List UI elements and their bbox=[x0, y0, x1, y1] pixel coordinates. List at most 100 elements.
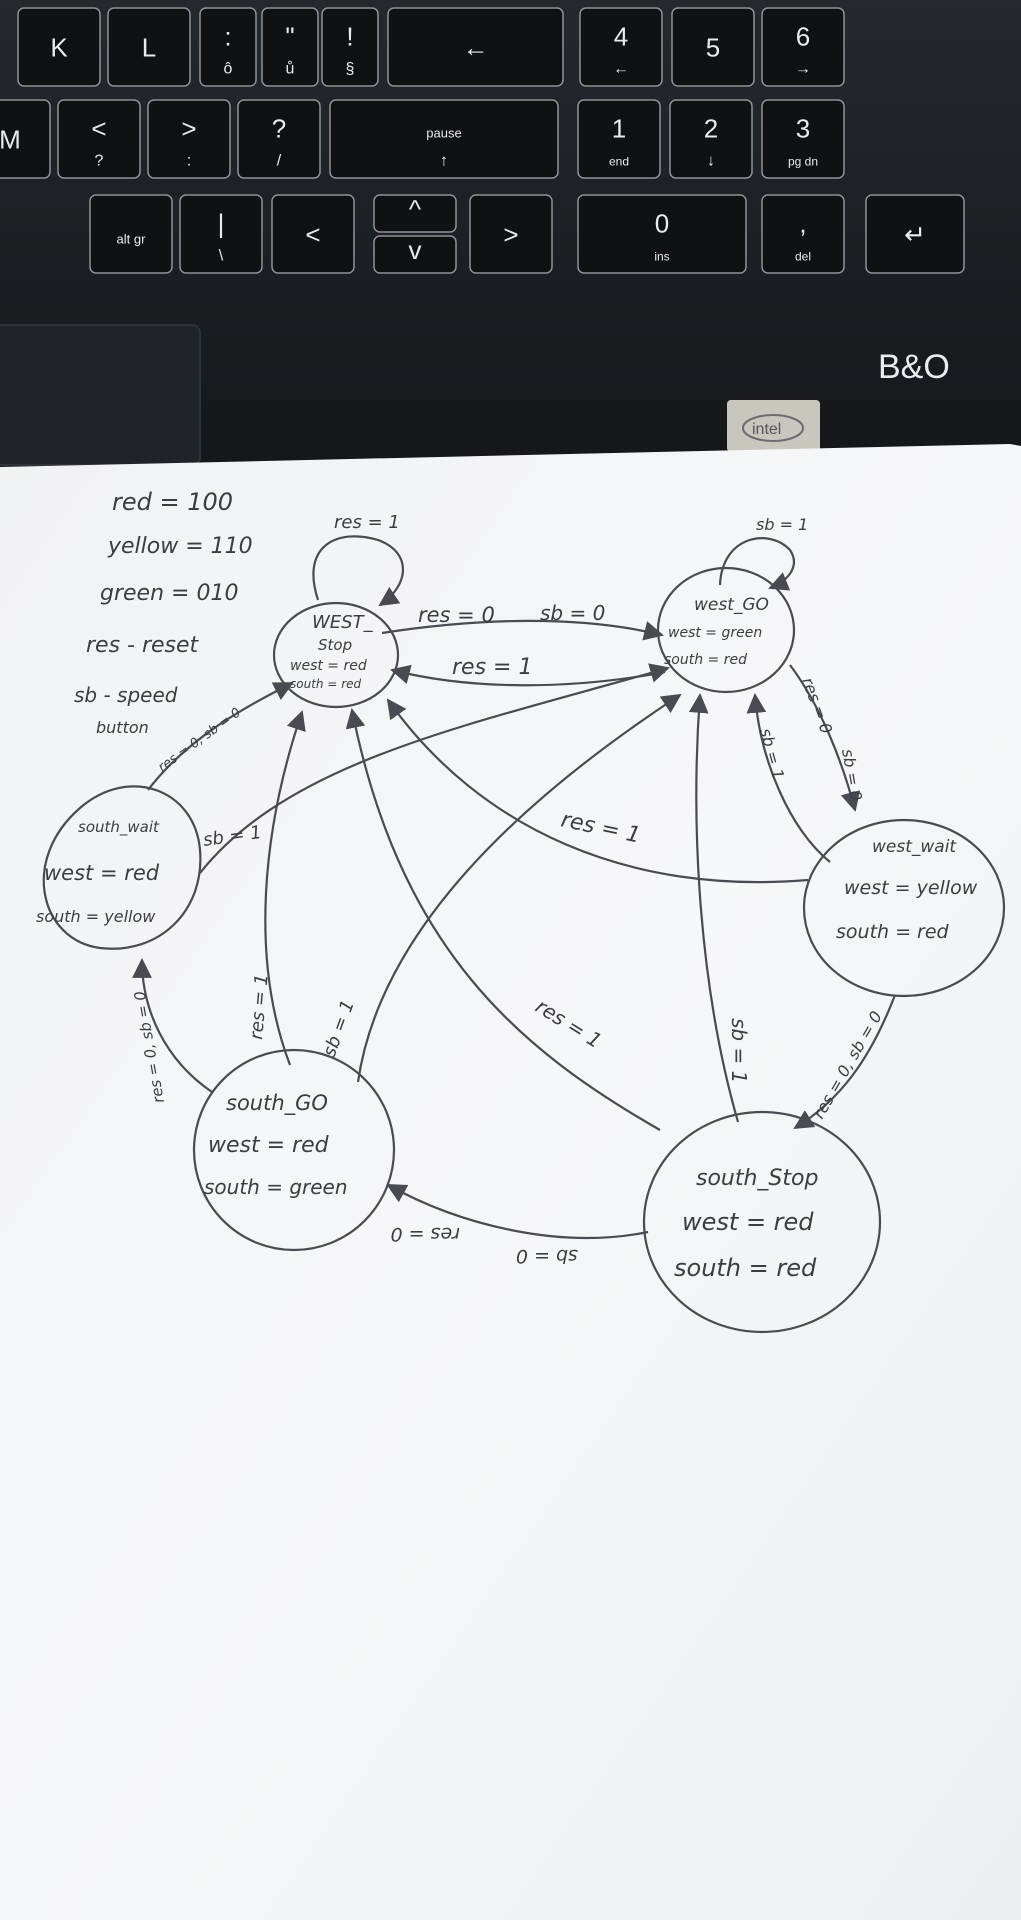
key-cap bbox=[199, 7, 257, 87]
west-wait-line1: west = yellow bbox=[844, 877, 978, 899]
key-label: < bbox=[305, 219, 320, 249]
key-cap bbox=[147, 99, 231, 179]
arrow-ww-to-wg bbox=[746, 693, 831, 863]
west-wait-line2: south = red bbox=[836, 921, 950, 943]
arrow-ss-to-ws bbox=[345, 708, 661, 1131]
key-comma[interactable]: <? bbox=[57, 99, 141, 179]
key-label: ^ bbox=[409, 194, 422, 224]
arrow-ws-to-wg bbox=[381, 619, 664, 641]
key-cap bbox=[237, 99, 321, 179]
legend-reset: res - reset bbox=[86, 633, 200, 658]
key-cap bbox=[865, 194, 965, 274]
key-backspace[interactable]: ← bbox=[387, 7, 564, 87]
arrow-west-stop-self bbox=[312, 535, 404, 607]
key-cap bbox=[671, 7, 755, 87]
key-sublabel: end bbox=[609, 155, 629, 169]
south-wait-line1: west = red bbox=[44, 861, 160, 885]
arrow-west-go-self bbox=[718, 537, 796, 591]
arrow-wg-to-ws bbox=[390, 664, 666, 687]
key-cap bbox=[761, 194, 845, 274]
key-period[interactable]: >: bbox=[147, 99, 231, 179]
label-west-stop-self: res = 1 bbox=[334, 512, 400, 533]
key-cap bbox=[669, 99, 753, 179]
key-cap bbox=[387, 7, 564, 87]
key-numdot[interactable]: ,del bbox=[761, 194, 845, 274]
legend-yellow: yellow = 110 bbox=[107, 534, 253, 559]
key-label: v bbox=[409, 235, 422, 265]
arrow-sg-to-sw bbox=[132, 958, 213, 1093]
key-cap bbox=[321, 7, 379, 87]
key-num5[interactable]: 5 bbox=[671, 7, 755, 87]
arrow-sw-to-wg bbox=[199, 663, 670, 874]
key-enter[interactable]: ↵ bbox=[865, 194, 965, 274]
key-label: pause bbox=[426, 125, 461, 140]
state-south-stop bbox=[642, 1110, 882, 1334]
key-label: 4 bbox=[614, 21, 628, 51]
key-cap bbox=[57, 99, 141, 179]
key-label: 6 bbox=[796, 21, 810, 51]
key-sublabel: → bbox=[795, 61, 811, 78]
legend: red = 100 yellow = 110 green = 010 res -… bbox=[74, 488, 253, 737]
west-go-name: west_GO bbox=[694, 595, 769, 615]
key-label: " bbox=[285, 21, 294, 51]
intel-badge-frame bbox=[727, 400, 820, 452]
key-label: ? bbox=[272, 113, 286, 143]
key-right[interactable]: > bbox=[469, 194, 553, 274]
west-wait-name: west_wait bbox=[872, 837, 957, 857]
state-west-stop bbox=[272, 601, 400, 709]
key-k[interactable]: K bbox=[17, 7, 101, 87]
arrow-ww-to-ws bbox=[386, 698, 809, 884]
touchpad[interactable] bbox=[0, 324, 201, 466]
transitions bbox=[132, 535, 897, 1240]
key-down[interactable]: v bbox=[373, 235, 457, 274]
key-label: 2 bbox=[704, 113, 718, 143]
key-num3[interactable]: 3pg dn bbox=[761, 99, 845, 179]
label-ws-to-wg-a: res = 0 bbox=[418, 603, 495, 627]
key-semicolon[interactable]: :ô bbox=[199, 7, 257, 87]
key-left[interactable]: < bbox=[271, 194, 355, 274]
key-up[interactable]: ^ bbox=[373, 194, 457, 233]
key-sublabel: / bbox=[277, 153, 282, 170]
key-backslash[interactable]: |\ bbox=[179, 194, 263, 274]
key-l[interactable]: L bbox=[107, 7, 191, 87]
arrow-wg-to-ww bbox=[789, 664, 861, 812]
key-cap bbox=[107, 7, 191, 87]
key-sublabel: ↓ bbox=[707, 153, 715, 170]
key-altgr[interactable]: alt gr bbox=[89, 194, 173, 274]
key-slash[interactable]: ?/ bbox=[237, 99, 321, 179]
west-stop-line2: south = red bbox=[290, 677, 362, 691]
key-exclaim[interactable]: !§ bbox=[321, 7, 379, 87]
intel-logo-icon bbox=[742, 414, 804, 442]
key-quote[interactable]: "ů bbox=[261, 7, 319, 87]
key-num4[interactable]: 4← bbox=[579, 7, 663, 87]
west-go-line2: south = red bbox=[664, 652, 747, 668]
key-label: < bbox=[91, 113, 106, 143]
key-label: > bbox=[181, 113, 196, 143]
key-label: > bbox=[503, 219, 518, 249]
label-ws-to-wg-b: sb = 0 bbox=[540, 601, 605, 625]
key-label: | bbox=[218, 208, 225, 238]
key-cap bbox=[579, 7, 663, 87]
south-go-line1: west = red bbox=[208, 1133, 330, 1158]
arrow-ss-to-sg bbox=[386, 1184, 649, 1240]
key-label: ← bbox=[463, 32, 489, 62]
key-num2[interactable]: 2↓ bbox=[669, 99, 753, 179]
key-pause[interactable]: pause↑ bbox=[329, 99, 559, 179]
key-cap bbox=[271, 194, 355, 274]
key-num6[interactable]: 6→ bbox=[761, 7, 845, 87]
key-sublabel: ů bbox=[286, 60, 295, 78]
key-cap bbox=[0, 99, 51, 179]
key-cap bbox=[329, 99, 559, 179]
label-ss-to-sg-a: sb = 0 bbox=[516, 1245, 578, 1267]
south-stop-line2: south = red bbox=[674, 1254, 817, 1282]
west-go-line1: west = green bbox=[668, 625, 762, 641]
key-label: ↵ bbox=[904, 219, 926, 249]
key-sublabel: ? bbox=[95, 153, 104, 170]
key-m[interactable]: M bbox=[0, 99, 51, 179]
south-stop-line1: west = red bbox=[682, 1208, 814, 1236]
key-cap bbox=[761, 7, 845, 87]
west-stop-line1: west = red bbox=[290, 658, 367, 674]
